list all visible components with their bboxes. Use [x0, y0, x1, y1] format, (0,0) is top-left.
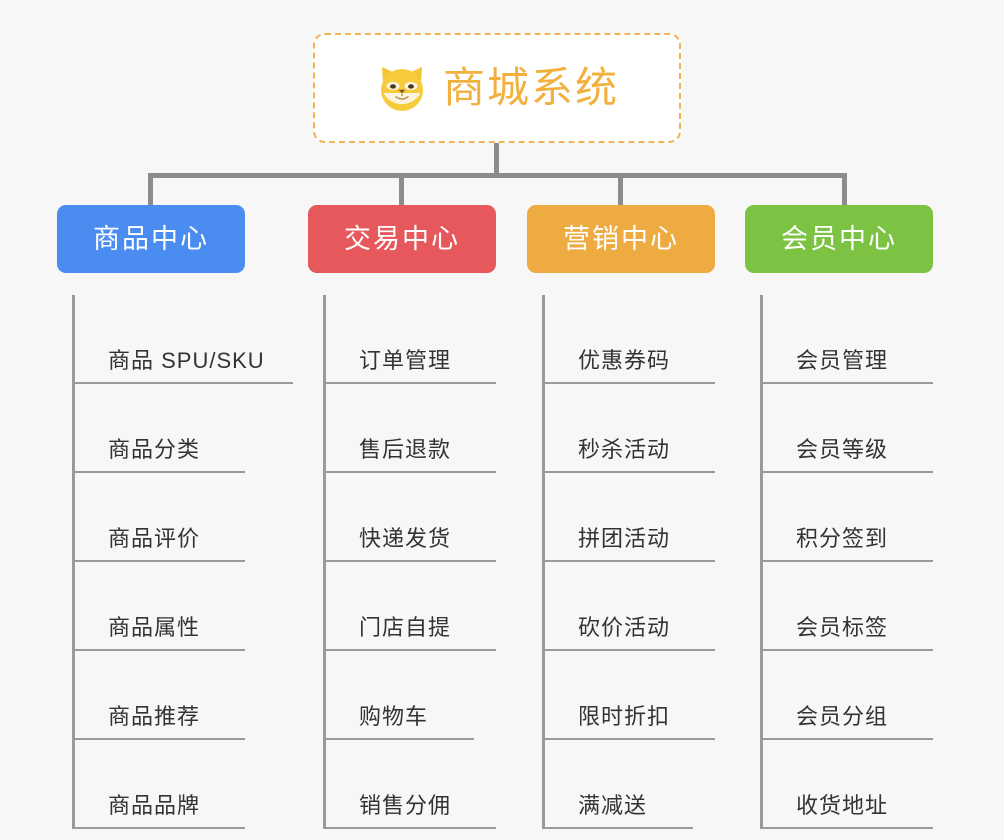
list-item[interactable]: 商品 SPU/SKU	[75, 295, 293, 384]
item-label: 商品分类	[108, 436, 201, 462]
list-item[interactable]: 商品分类	[75, 384, 245, 473]
list-item[interactable]: 快递发货	[326, 473, 496, 562]
item-label: 售后退款	[359, 436, 452, 462]
list-item[interactable]: 砍价活动	[545, 562, 715, 651]
list-item[interactable]: 商品推荐	[75, 651, 245, 740]
connector-drop-trade-center	[399, 173, 404, 207]
category-title: 营销中心	[563, 223, 679, 254]
list-item[interactable]: 会员标签	[763, 562, 933, 651]
list-item[interactable]: 会员等级	[763, 384, 933, 473]
column-trade-center: 交易中心 订单管理 售后退款 快递发货 门店自提 购物车 销售分佣	[308, 205, 496, 829]
list-item[interactable]: 购物车	[326, 651, 474, 740]
category-header-product-center[interactable]: 商品中心	[57, 205, 245, 273]
column-marketing-center: 营销中心 优惠券码 秒杀活动 拼团活动 砍价活动 限时折扣 满减送	[527, 205, 715, 829]
item-label: 会员分组	[796, 703, 889, 729]
item-label: 商品 SPU/SKU	[108, 347, 265, 373]
item-label: 商品推荐	[108, 703, 201, 729]
list-item[interactable]: 秒杀活动	[545, 384, 715, 473]
column-member-center: 会员中心 会员管理 会员等级 积分签到 会员标签 会员分组 收货地址	[745, 205, 933, 829]
list-item[interactable]: 会员管理	[763, 295, 933, 384]
item-label: 拼团活动	[578, 525, 671, 551]
item-label: 积分签到	[796, 525, 889, 551]
list-item[interactable]: 优惠券码	[545, 295, 715, 384]
item-label: 收货地址	[796, 792, 889, 818]
list-item[interactable]: 满减送	[545, 740, 693, 829]
item-list-marketing-center: 优惠券码 秒杀活动 拼团活动 砍价活动 限时折扣 满减送	[542, 295, 715, 829]
connector-drop-marketing-center	[618, 173, 623, 207]
category-title: 商品中心	[93, 223, 209, 254]
item-label: 快递发货	[359, 525, 452, 551]
column-product-center: 商品中心 商品 SPU/SKU 商品分类 商品评价 商品属性 商品推荐 商品品牌	[57, 205, 293, 829]
list-item[interactable]: 售后退款	[326, 384, 496, 473]
shiba-dog-face-icon	[375, 61, 429, 115]
item-list-product-center: 商品 SPU/SKU 商品分类 商品评价 商品属性 商品推荐 商品品牌	[72, 295, 293, 829]
item-label: 会员标签	[796, 614, 889, 640]
item-label: 商品属性	[108, 614, 201, 640]
item-list-trade-center: 订单管理 售后退款 快递发货 门店自提 购物车 销售分佣	[323, 295, 496, 829]
item-label: 满减送	[578, 792, 648, 818]
item-label: 商品品牌	[108, 792, 201, 818]
category-title: 交易中心	[344, 223, 460, 254]
item-label: 秒杀活动	[578, 436, 671, 462]
list-item[interactable]: 收货地址	[763, 740, 933, 829]
item-label: 限时折扣	[578, 703, 671, 729]
list-item[interactable]: 积分签到	[763, 473, 933, 562]
item-label: 会员等级	[796, 436, 889, 462]
list-item[interactable]: 门店自提	[326, 562, 496, 651]
connector-horizontal-bus	[148, 173, 847, 178]
list-item[interactable]: 会员分组	[763, 651, 933, 740]
connector-root-trunk	[494, 143, 499, 176]
item-label: 优惠券码	[578, 347, 671, 373]
connector-drop-product-center	[148, 173, 153, 207]
list-item[interactable]: 商品属性	[75, 562, 245, 651]
list-item[interactable]: 订单管理	[326, 295, 496, 384]
item-label: 门店自提	[359, 614, 452, 640]
item-label: 订单管理	[359, 347, 452, 373]
connector-drop-member-center	[842, 173, 847, 207]
category-header-marketing-center[interactable]: 营销中心	[527, 205, 715, 273]
item-label: 销售分佣	[359, 792, 452, 818]
item-label: 会员管理	[796, 347, 889, 373]
item-label: 购物车	[359, 703, 429, 729]
root-title: 商城系统	[442, 64, 619, 111]
item-label: 砍价活动	[578, 614, 671, 640]
root-node[interactable]: 商城系统	[313, 33, 681, 143]
item-label: 商品评价	[108, 525, 201, 551]
category-header-trade-center[interactable]: 交易中心	[308, 205, 496, 273]
list-item[interactable]: 限时折扣	[545, 651, 715, 740]
list-item[interactable]: 商品品牌	[75, 740, 245, 829]
item-list-member-center: 会员管理 会员等级 积分签到 会员标签 会员分组 收货地址	[760, 295, 933, 829]
category-header-member-center[interactable]: 会员中心	[745, 205, 933, 273]
list-item[interactable]: 拼团活动	[545, 473, 715, 562]
list-item[interactable]: 商品评价	[75, 473, 245, 562]
list-item[interactable]: 销售分佣	[326, 740, 496, 829]
category-title: 会员中心	[781, 223, 897, 254]
